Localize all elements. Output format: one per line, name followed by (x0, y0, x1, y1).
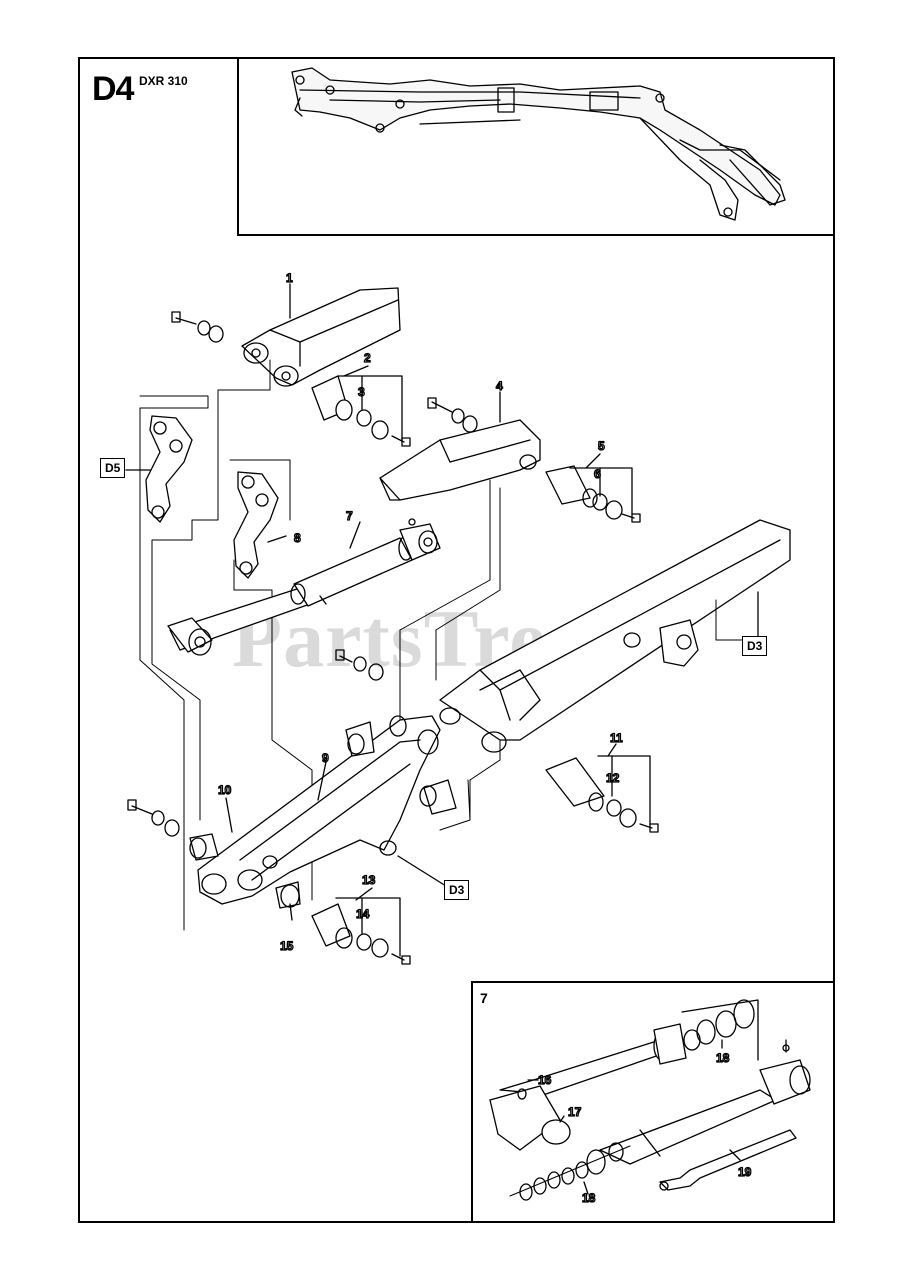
ref-d3-top: D3 (742, 636, 768, 656)
callout-6: 6 (594, 467, 601, 481)
callout-9: 9 (322, 751, 329, 765)
callout-7: 7 (346, 509, 353, 523)
model-name: DXR 310 (139, 74, 188, 88)
callout-1: 1 (286, 271, 293, 285)
callout-3: 3 (358, 385, 365, 399)
callout-19: 19 (738, 1165, 752, 1179)
part-8-plate (233, 471, 279, 579)
detail-panel-title: 7 (480, 990, 488, 1006)
ref-d3-bottom: D3 (444, 880, 470, 900)
overview-arm-illustration (291, 67, 786, 221)
inset-cylinder-exploded (489, 999, 811, 1201)
cylinder-detail-panel (471, 981, 835, 1223)
callout-17: 17 (568, 1105, 582, 1119)
callout-11: 11 (610, 731, 623, 745)
part-4-bracket (379, 419, 541, 501)
callout-15: 15 (280, 939, 294, 953)
callout-2: 2 (364, 351, 371, 365)
part-1-upper-link (241, 287, 401, 387)
callout-12: 12 (606, 771, 620, 785)
ref-d5: D5 (100, 458, 126, 478)
plate-d5 (145, 415, 193, 523)
overview-panel (237, 57, 835, 236)
diagram-frame (78, 57, 835, 1223)
callout-13: 13 (362, 873, 376, 887)
part-9-lower-link (197, 715, 441, 905)
callout-8: 8 (294, 531, 301, 545)
callout-4: 4 (496, 379, 503, 393)
callout-10: 10 (218, 783, 232, 797)
boom-d3 (439, 519, 791, 753)
part-7-cylinder (167, 518, 441, 656)
callout-18-upper: 18 (716, 1051, 730, 1065)
page-code: D4 (92, 70, 134, 108)
callout-14: 14 (356, 907, 370, 921)
callout-5: 5 (598, 439, 605, 453)
callout-18-lower: 18 (582, 1191, 596, 1205)
callout-16: 16 (538, 1073, 552, 1087)
